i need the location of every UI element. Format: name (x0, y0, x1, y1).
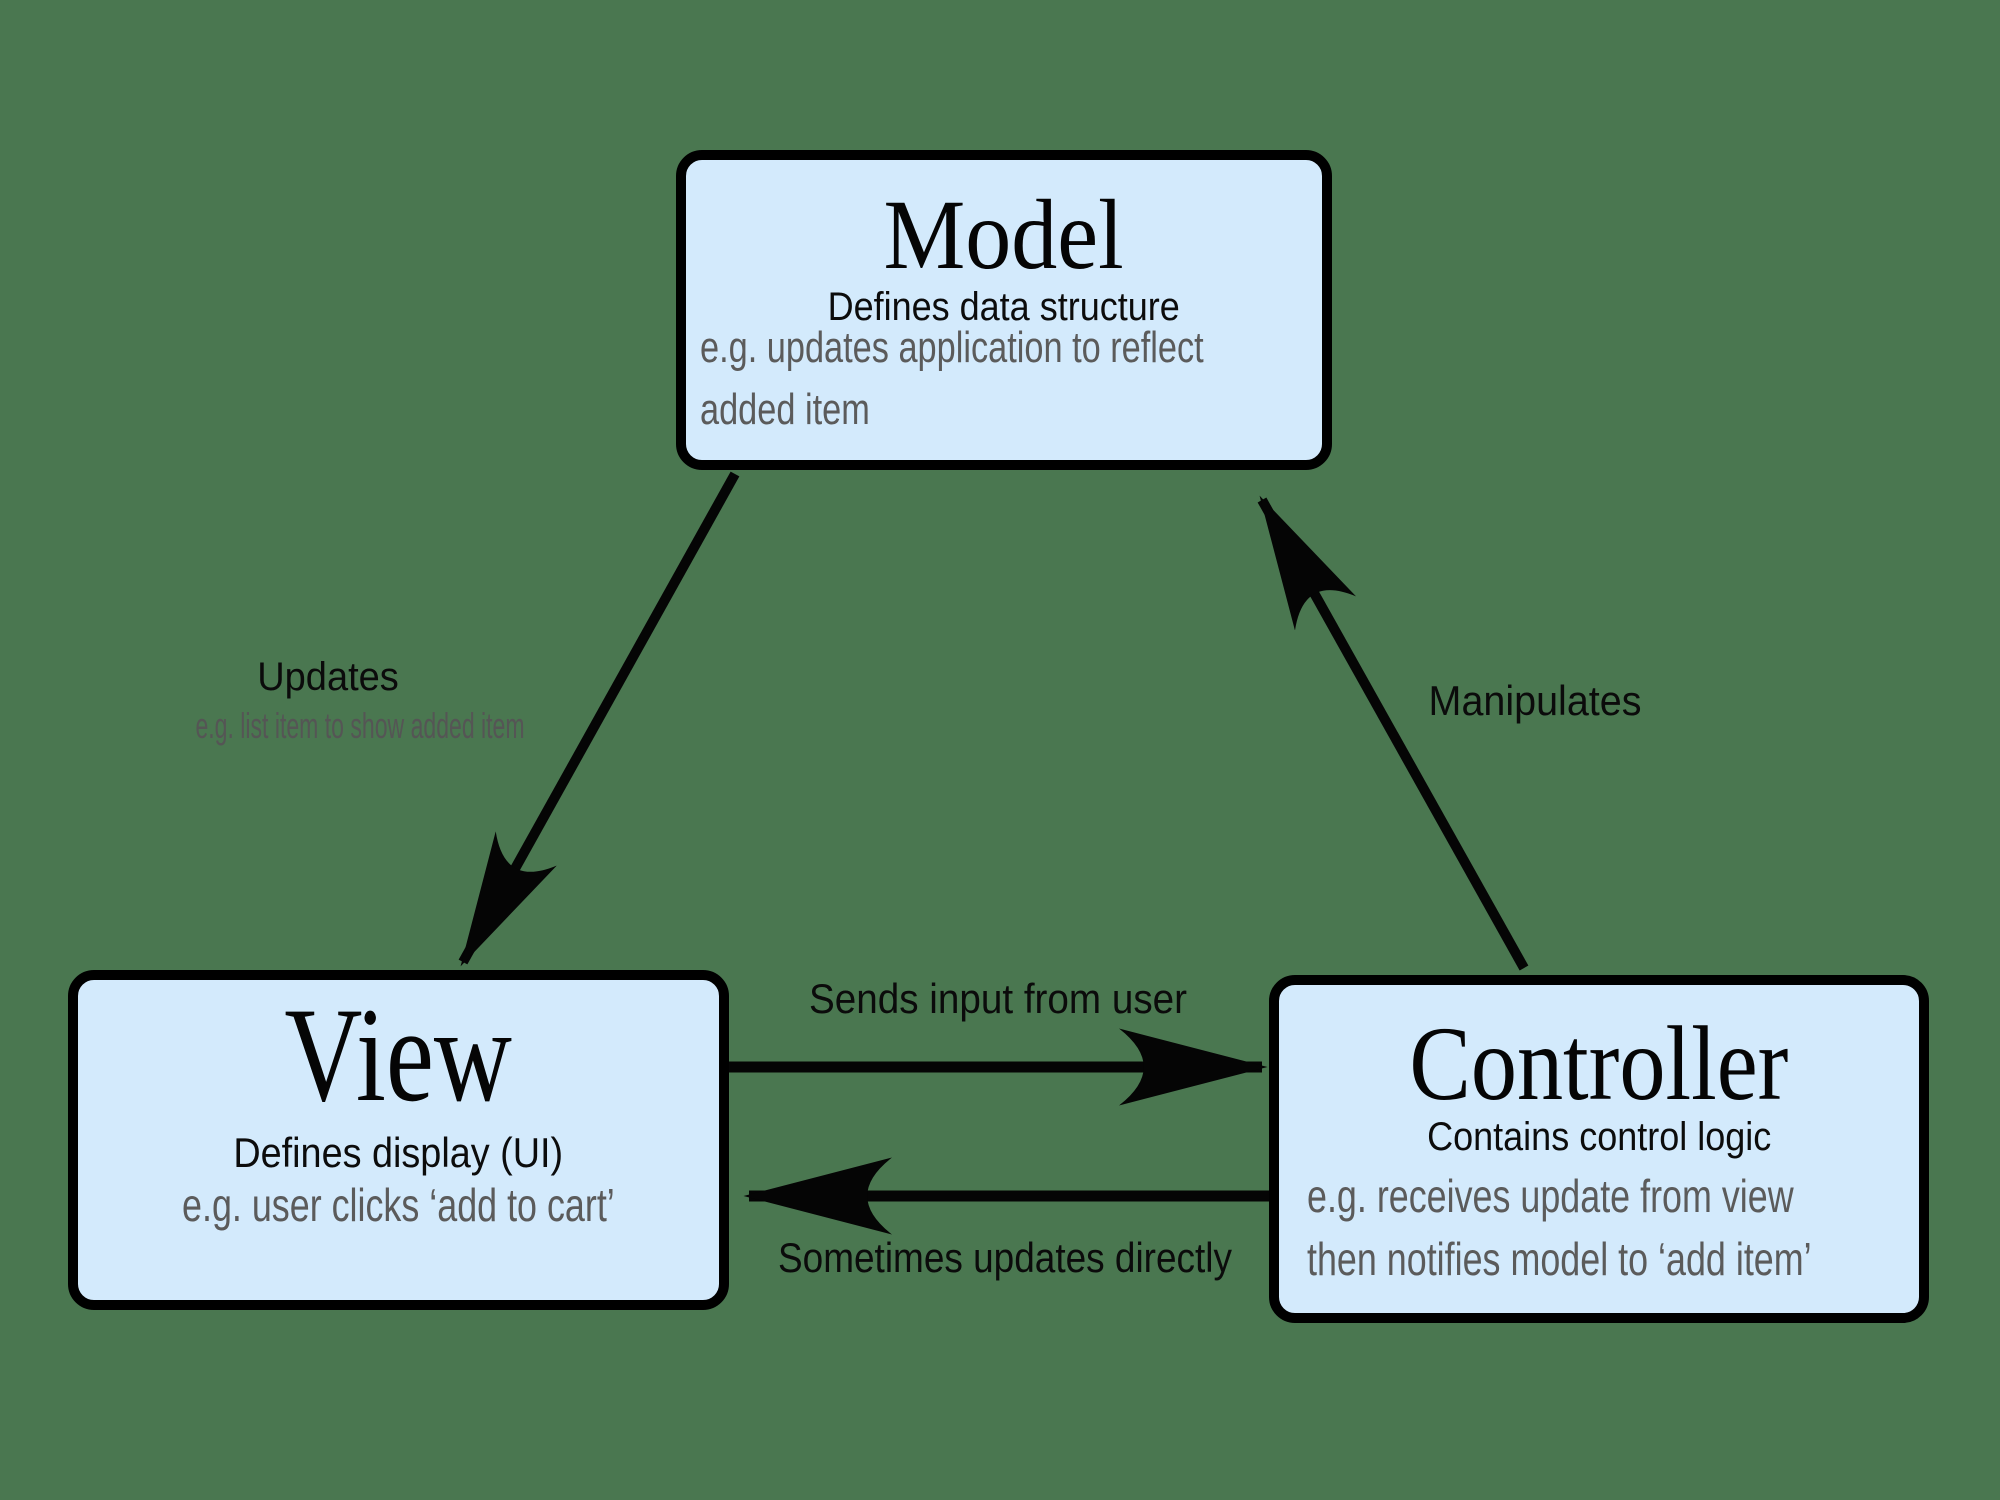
controller-node: Controller Contains control logic e.g. r… (1269, 975, 1929, 1323)
controller-title: Controller (1409, 1005, 1789, 1122)
model-subtitle: Defines data structure (827, 285, 1181, 329)
model-example: e.g. updates application to reflect adde… (700, 323, 1204, 435)
controller-example: e.g. receives update from view then noti… (1307, 1170, 1812, 1286)
edge-label-manipulates: Manipulates (1428, 677, 1642, 724)
model-title: Model (883, 179, 1125, 290)
view-title: View (284, 981, 513, 1130)
arrow-controller-to-model (1257, 495, 1529, 971)
view-subtitle: Defines display (UI) (233, 1129, 564, 1176)
arrow-model-to-view (458, 471, 740, 967)
edge-sublabel-updates: e.g. list item to show added item (195, 705, 525, 746)
edge-label-sends-input: Sends input from user (808, 975, 1188, 1022)
model-node: Model Defines data structure e.g. update… (676, 150, 1332, 470)
view-node: View Defines display (UI) e.g. user clic… (68, 970, 729, 1310)
edge-label-sometimes-updates: Sometimes updates directly (778, 1234, 1232, 1281)
view-example: e.g. user clicks ‘add to cart’ (182, 1179, 615, 1232)
edge-label-updates: Updates (257, 655, 399, 699)
controller-subtitle: Contains control logic (1426, 1115, 1772, 1159)
